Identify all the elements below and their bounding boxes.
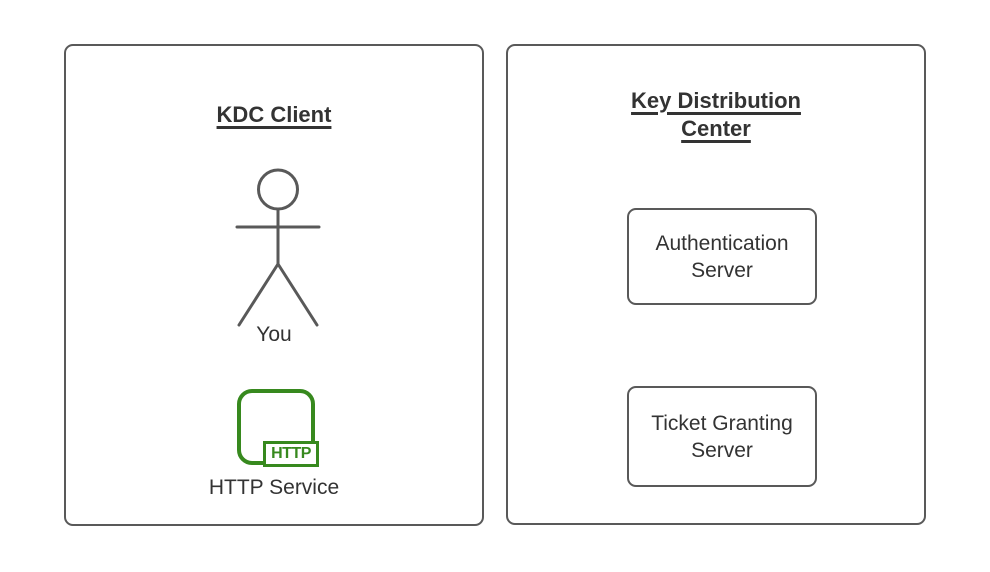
kdc-client-title: KDC Client xyxy=(216,102,332,127)
kdc-client-panel: KDC Client You HTTP HTTP Service xyxy=(64,44,484,526)
http-service-label: HTTP Service xyxy=(208,476,340,499)
authentication-server-label: Authentication Server xyxy=(655,231,789,282)
authentication-server-box: Authentication Server xyxy=(627,208,817,305)
http-badge: HTTP xyxy=(263,441,319,467)
ticket-granting-server-box: Ticket Granting Server xyxy=(627,386,817,487)
kdc-title: Key Distribution Center xyxy=(631,88,801,141)
ticket-granting-server-label: Ticket Granting Server xyxy=(651,411,793,462)
kdc-panel: Key Distribution Center Authentication S… xyxy=(506,44,926,525)
actor-icon xyxy=(235,168,321,327)
actor-label: You xyxy=(256,323,292,346)
http-service-icon: HTTP xyxy=(237,389,319,467)
